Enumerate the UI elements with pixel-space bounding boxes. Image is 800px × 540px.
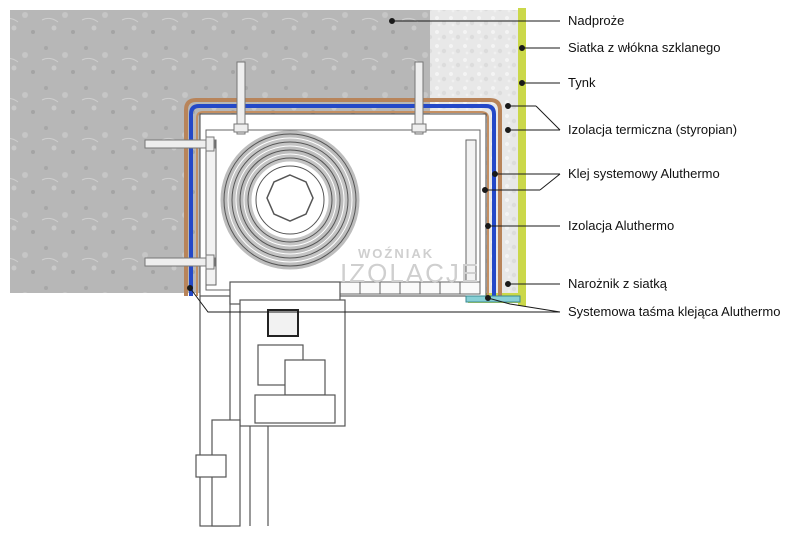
- label-tynk: Tynk: [568, 75, 596, 90]
- window-frame-profile: [195, 281, 346, 527]
- label-izolacja-termiczna: Izolacja termiczna (styropian): [568, 122, 738, 137]
- label-tasma: Systemowa taśma klejąca Aluthermo: [568, 304, 781, 319]
- aluthermo-insulation: [189, 104, 496, 296]
- label-nadproze: Nadproże: [568, 13, 625, 28]
- label-naroznik: Narożnik z siatką: [568, 276, 667, 291]
- plaster-layer: [518, 8, 526, 306]
- label-klej: Klej systemowy Aluthermo: [568, 166, 720, 181]
- leader-lines: [187, 18, 561, 313]
- roller-shutter-coil: [220, 130, 360, 270]
- adhesive-layer: [184, 98, 502, 296]
- watermark-line-1: WOŹNIAK: [358, 246, 435, 261]
- watermark-line-2: IZOLACJE: [340, 258, 481, 288]
- adhesive-layer-inner: [196, 111, 489, 296]
- label-siatka: Siatka z włókna szklanego: [568, 40, 721, 55]
- label-izolacja-aluthermo: Izolacja Aluthermo: [568, 218, 675, 233]
- anchor-bolts: [144, 61, 427, 270]
